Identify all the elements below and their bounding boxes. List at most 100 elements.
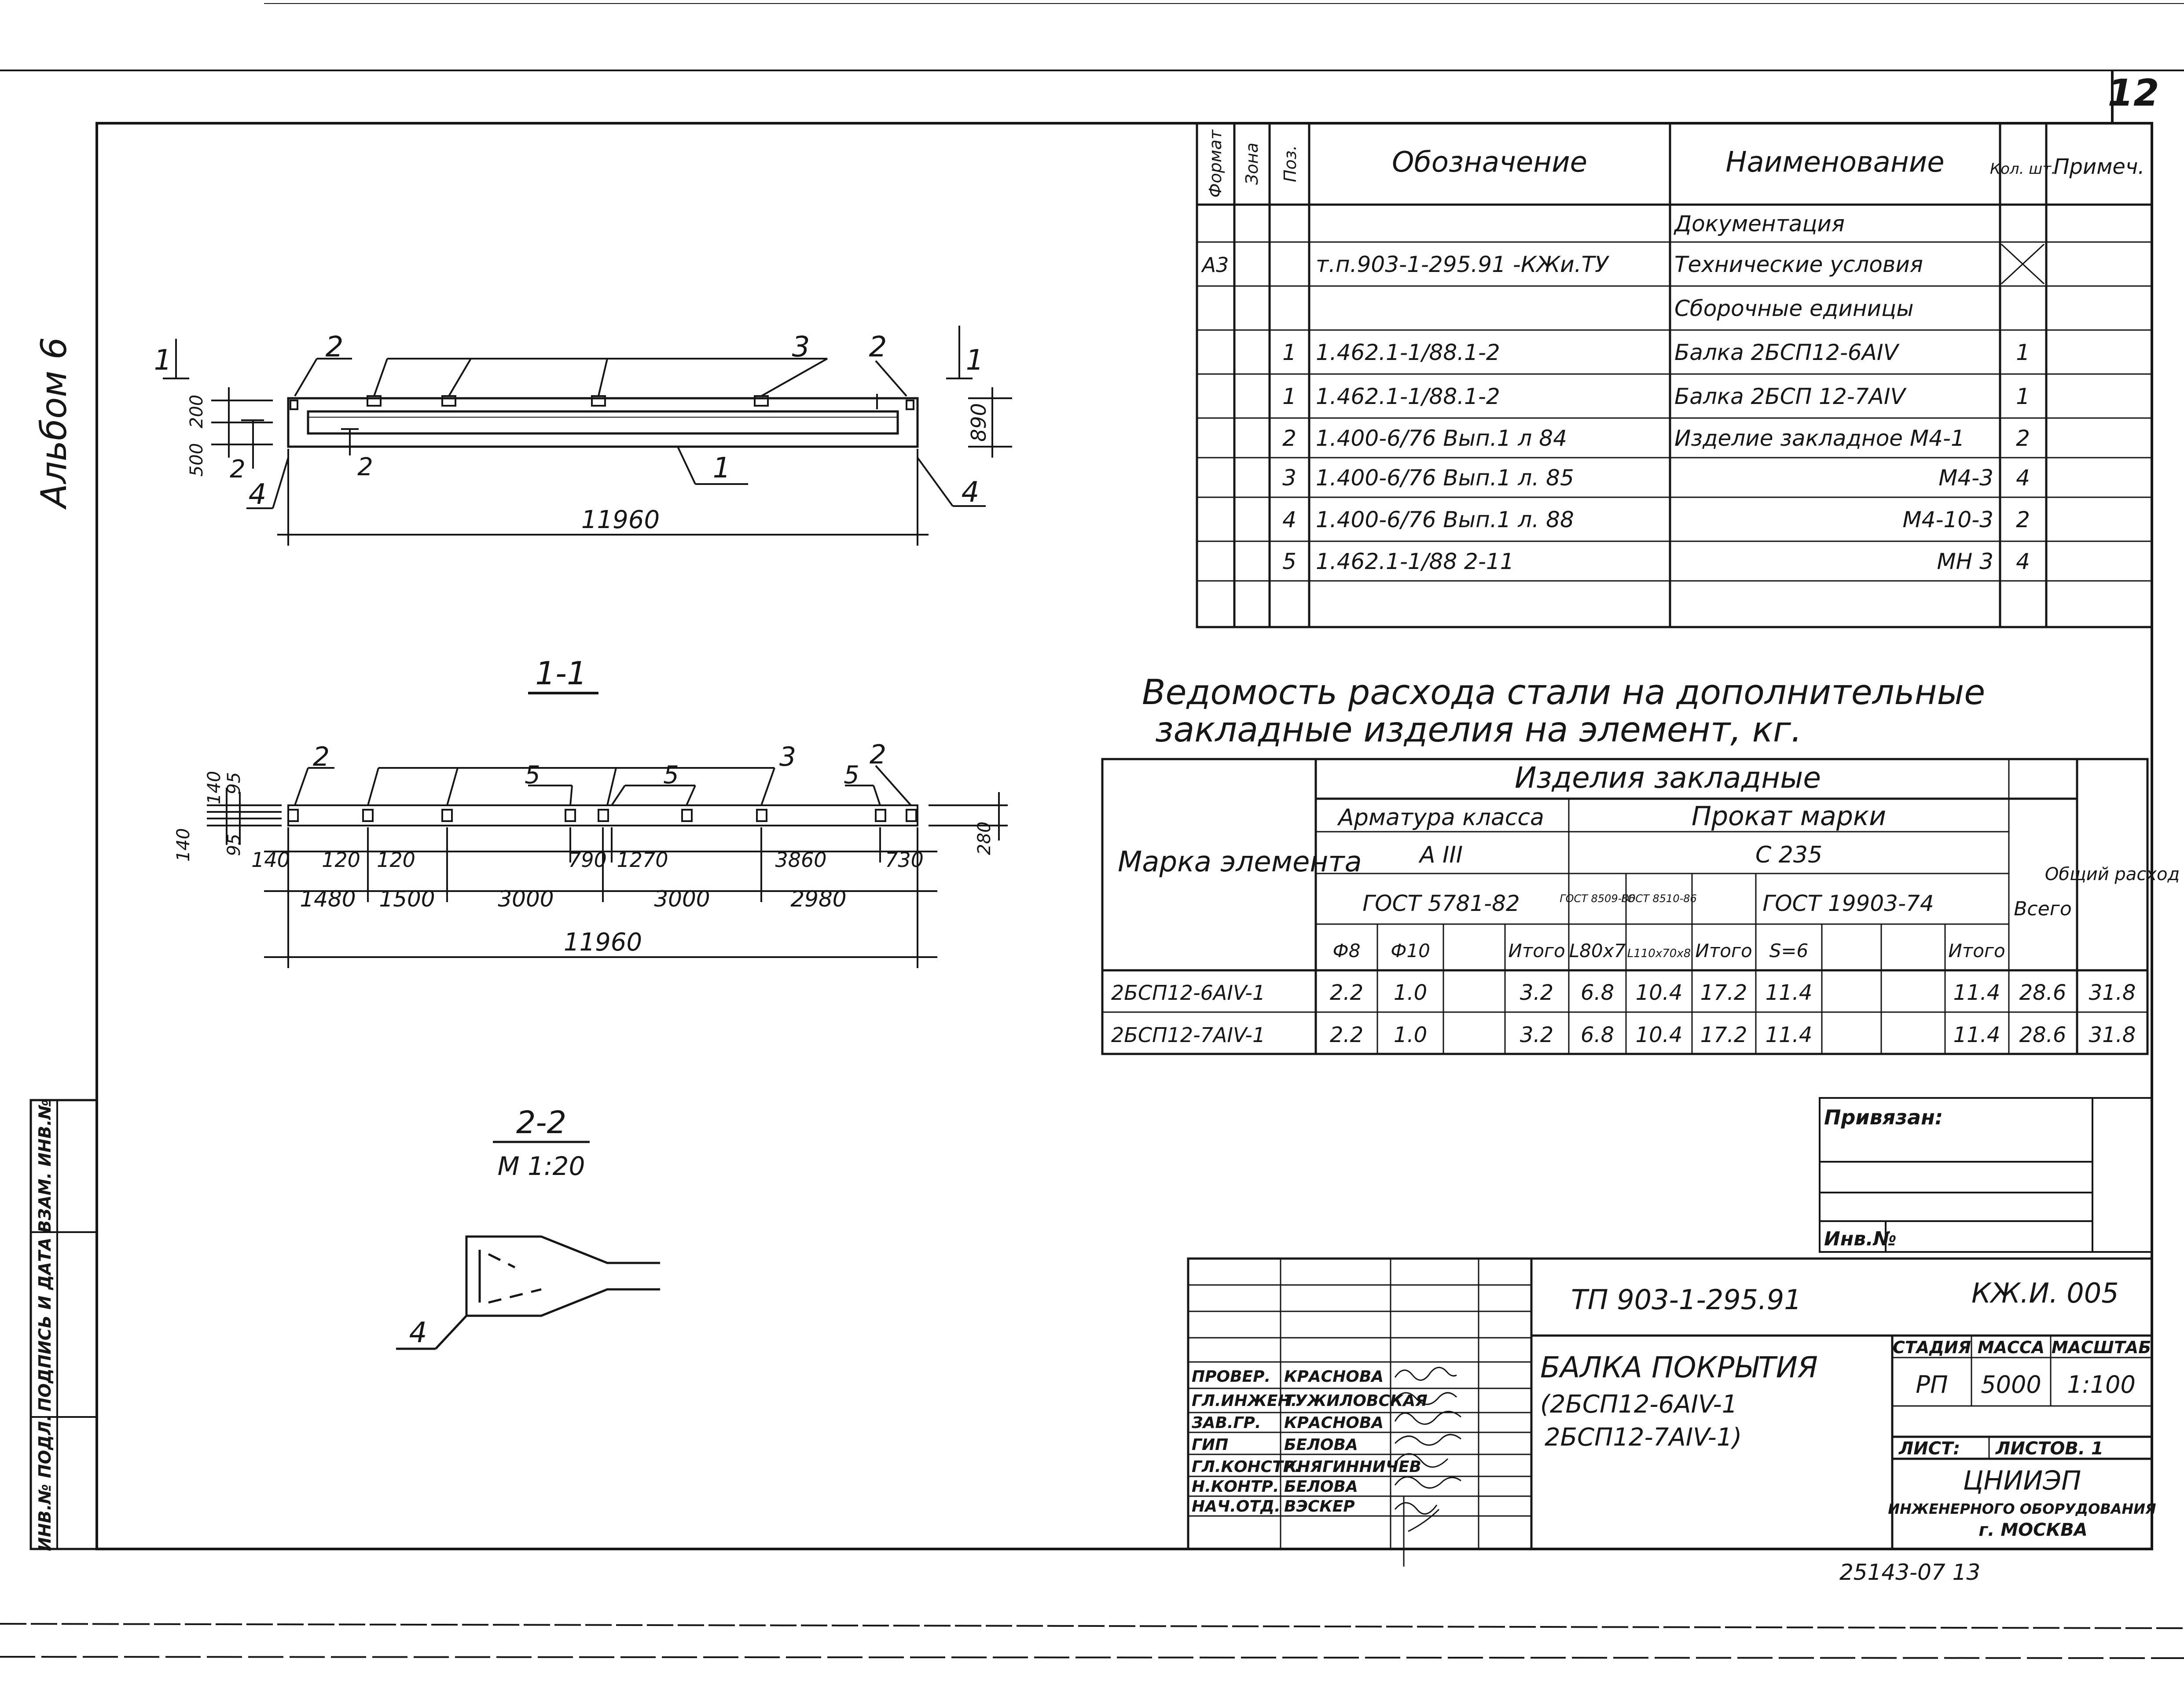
project-code: ТП 903-1-295.91 [1571,1284,1802,1316]
steel-row-value: 1.0 [1394,1023,1427,1047]
s11-spacing: 1480 [300,886,356,912]
steel-subheader: L110x70x8 [1627,947,1691,960]
spec-cell-name: МН 3 [1937,549,1993,574]
stage-label: СТАДИЯ [1893,1338,1971,1357]
spec-header-designation: Обозначение [1392,146,1587,179]
steel-row-value: 10.4 [1636,1023,1683,1047]
spec-cell-qty: 4 [2016,549,2030,574]
s11-right-height: 280 [974,822,995,855]
spec-cell-format: А3 [1201,253,1229,277]
steel-row-value: 31.8 [2089,980,2136,1005]
spec-cell-name: Изделие закладное М4-1 [1674,426,1965,451]
beam-length-dim: 11960 [581,506,660,534]
callout-2: 2 [230,455,246,484]
callout-5: 5 [525,761,540,789]
callout-4: 4 [962,476,980,509]
steel-table-title-line2: закладные изделия на элемент, кг. [1155,710,1802,750]
steel-armature: Арматура класса [1337,804,1544,831]
steel-row-value: 11.4 [1953,980,2000,1005]
section-1-1-title: 1-1 [535,655,587,692]
s11-spacing: 3000 [654,886,710,912]
spec-cell-designation: 1.462.1-1/88.1-2 [1316,384,1500,409]
steel-gost-armature: ГОСТ 5781-82 [1362,891,1520,916]
steel-subheader: Итого [1695,940,1752,962]
steel-gost-8510: ГОСТ 8510-86 [1621,892,1697,905]
bottom-archive-code: 25143-07 13 [1839,1560,1980,1585]
spec-cell-designation: 1.400-6/76 Вып.1 л. 85 [1316,465,1574,491]
section-2-2-title: 2-2 [516,1105,566,1141]
steel-col-overall: Общий расход [2045,864,2180,885]
steel-row-value: 10.4 [1636,980,1683,1005]
spec-header-note: Примеч. [2053,154,2144,179]
steel-row-value: 17.2 [1700,980,1747,1005]
staff-role: ГЛ.КОНСТР. [1192,1458,1301,1476]
steel-col-mark: Марка элемента [1118,846,1362,878]
org-subname: ИНЖЕНЕРНОГО ОБОРУДОВАНИЯ [1888,1501,2156,1517]
album-label: Альбом 6 [33,337,74,510]
s11-top-dim: 140 [204,771,224,804]
s11-top-dim: 95 [224,834,244,856]
callout-4: 4 [249,478,267,511]
steel-row-value: 6.8 [1581,980,1614,1005]
spec-header-zone: Зона [1242,143,1262,185]
steel-subheader: Ф10 [1391,940,1430,962]
steel-group-header: Изделия закладные [1515,761,1821,795]
staff-rows: ПРОВЕР.КРАСНОВАГЛ.ИНЖЕН.ТУЖИЛОВСКАЯЗАВ.Г… [1191,1368,1428,1516]
steel-subheader: S=6 [1769,940,1809,962]
steel-row-value: 17.2 [1700,1023,1747,1047]
spec-cell-pos: 5 [1282,549,1296,574]
section-2-2: 2-2 М 1:20 4 [396,1105,660,1350]
steel-prokat-mark: С 235 [1755,842,1822,868]
callout-1: 1 [966,344,984,377]
spec-cell-pos: 1 [1282,340,1296,365]
side-stamp-label: ИНВ.№ ПОДЛ. [35,1415,55,1551]
spec-header-pos: Поз. [1281,145,1300,182]
spec-cell-pos: 1 [1282,384,1296,409]
callout-3: 3 [792,331,810,363]
staff-name: КНЯГИННИЧЕВ [1284,1458,1421,1476]
staff-name: БЕЛОВА [1284,1478,1358,1496]
steel-subheader: L80x7 [1569,940,1626,962]
s11-offset: 1270 [617,848,668,872]
spec-cell-designation: 1.400-6/76 Вып.1 л 84 [1316,426,1567,451]
spec-table: Формат Зона Поз. Обозначение Наименовани… [1196,122,2153,628]
side-stamp-label: ВЗАМ. ИНВ.№ [35,1099,55,1233]
staff-role: ГИП [1192,1436,1228,1454]
callout-2: 2 [326,331,344,363]
sheets-label: ЛИСТОВ. 1 [1995,1439,2103,1459]
binding-label: Привязан: [1824,1105,1943,1129]
scale-value: 1:100 [2067,1371,2136,1398]
callout-2: 2 [313,741,330,772]
staff-name: ТУЖИЛОВСКАЯ [1284,1392,1428,1410]
s11-offset: 140 [251,848,290,872]
spec-cell-designation: т.п.903-1-295.91 -КЖи.ТУ [1316,252,1610,277]
spec-cell-designation: 1.462.1-1/88.1-2 [1316,340,1500,365]
steel-row-value: 3.2 [1520,980,1553,1005]
steel-armature-class: А III [1418,842,1463,868]
s11-offset: 730 [885,848,924,872]
beam-left-dim-200: 200 [187,395,207,428]
spec-header-name: Наименование [1725,146,1944,179]
s11-total: 11960 [564,928,642,957]
s11-top-dim: 95 [224,772,244,795]
inv-label: Инв.№ [1824,1228,1897,1250]
object-title-1: БАЛКА ПОКРЫТИЯ [1540,1351,1818,1384]
spec-cell-pos: 4 [1282,507,1296,532]
staff-role: НАЧ.ОТД. [1192,1497,1281,1516]
spec-cell-qty: 2 [2016,507,2030,532]
spec-cell-qty: 2 [2016,426,2030,451]
steel-gost-19903: ГОСТ 19903-74 [1762,891,1934,916]
steel-table-title-line1: Ведомость расхода стали на дополнительны… [1142,673,1985,712]
steel-prokat: Прокат марки [1692,801,1886,832]
spec-header-format: Формат [1206,129,1225,198]
sheet-label: ЛИСТ: [1898,1439,1960,1459]
callout-2: 2 [870,739,886,770]
spec-cell-qty: 1 [2016,384,2030,409]
steel-row-value: 28.6 [2019,1023,2067,1047]
s11-offset: 3860 [775,848,826,872]
staff-name: ВЭСКЕР [1284,1497,1355,1516]
